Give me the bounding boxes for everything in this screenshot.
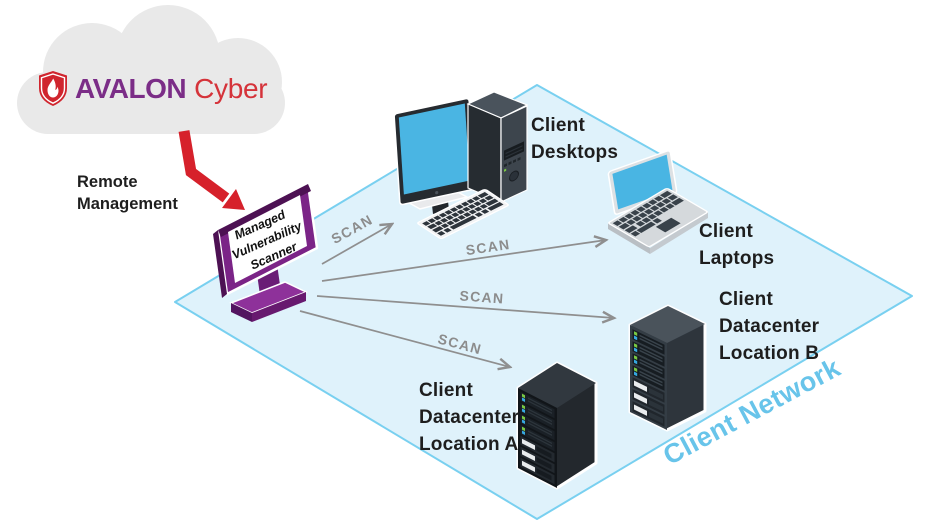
desktop-keyboard xyxy=(417,189,509,239)
rack-a-front xyxy=(518,388,557,489)
desktop-tower-left xyxy=(467,103,502,203)
client-datacenter-a-label: Client Datacenter Location A xyxy=(419,380,520,455)
laptop-front-lip-left xyxy=(608,223,650,254)
desktop-computer-icon xyxy=(393,91,529,239)
scanner-frame-top-edge xyxy=(218,184,311,237)
scanner-base-front-left xyxy=(231,303,252,322)
laptop-icon xyxy=(607,150,708,254)
scan-label-datacenter-b: SCAN xyxy=(459,287,505,307)
scan-arrow-desktops xyxy=(321,224,392,265)
client-laptops-label: Client Laptops xyxy=(699,221,775,269)
scanner-frame-left-edge xyxy=(213,230,227,298)
rack-b-front xyxy=(630,325,667,431)
remote-management-arrow xyxy=(178,130,245,210)
laptop-base xyxy=(608,188,708,247)
logo-text-cyber: Cyber xyxy=(194,72,268,104)
remote-management-label: Remote Management xyxy=(77,173,178,213)
logo-text-avalon: AVALON xyxy=(75,72,187,104)
scanner-screen xyxy=(228,195,307,283)
client-datacenter-b-label: Client Datacenter Location B xyxy=(719,289,820,364)
scan-arrow-datacenter-a xyxy=(299,310,510,367)
scan-arrow-datacenter-b xyxy=(316,295,614,318)
vulnerability-scanner-icon xyxy=(213,182,319,322)
rack-a-top xyxy=(518,363,596,408)
client-desktops-label: Client Desktops xyxy=(531,115,619,163)
cloud-shape xyxy=(17,5,285,134)
server-rack-a-icon xyxy=(516,361,598,490)
shield-flame-icon xyxy=(39,71,67,106)
scan-arrows xyxy=(299,224,614,367)
scan-arrow-laptops xyxy=(321,240,606,282)
scanner-base-front-right xyxy=(252,292,306,322)
rack-b-top xyxy=(630,306,705,343)
server-rack-b-icon xyxy=(628,304,707,432)
laptop-front-lip-right xyxy=(650,212,708,254)
desktop-tower-front xyxy=(500,105,528,203)
